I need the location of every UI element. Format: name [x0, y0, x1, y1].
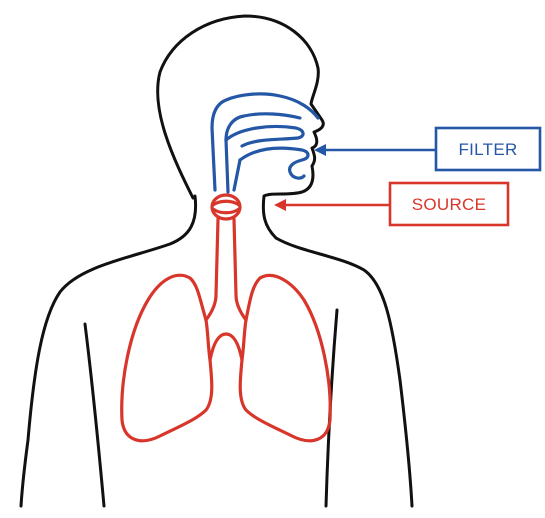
- source-arrowhead-icon: [274, 199, 286, 211]
- trachea-right: [234, 219, 246, 320]
- lung-inner-left: [210, 334, 226, 360]
- tongue-contour: [234, 160, 240, 190]
- left-shoulder-outline: [21, 196, 196, 506]
- filter-callout: FILTER: [314, 128, 540, 170]
- left-lung: [122, 275, 212, 441]
- filter-label: FILTER: [458, 140, 517, 159]
- right-shoulder-outline: [276, 238, 412, 506]
- left-arm-inner-outline: [85, 324, 104, 506]
- respiratory-source: [122, 195, 331, 441]
- vocal-tract: [212, 94, 318, 192]
- right-lung: [240, 275, 330, 440]
- larynx: [212, 195, 240, 219]
- lung-inner-right: [226, 334, 242, 360]
- source-label: SOURCE: [412, 195, 487, 214]
- trachea: [206, 219, 218, 320]
- oral-cavity: [240, 148, 308, 178]
- larynx-fold: [213, 201, 239, 213]
- nasal-ridge: [226, 127, 303, 147]
